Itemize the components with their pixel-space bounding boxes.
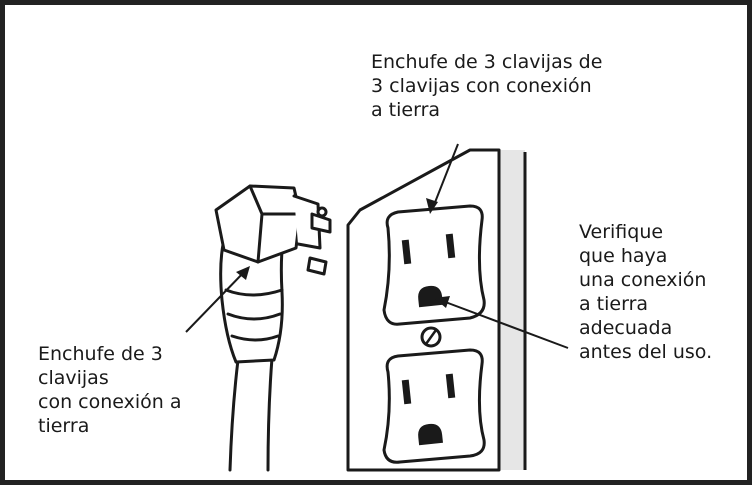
label-verify-ground: Verifique que haya una conexión a tierra… bbox=[579, 220, 712, 364]
label-outlet-line: Enchufe de 3 clavijas de bbox=[371, 51, 603, 73]
label-verify-line: una conexión bbox=[579, 269, 707, 291]
callout-lines bbox=[185, 143, 569, 349]
duplex-outlet-icon bbox=[382, 204, 486, 464]
label-outlet: Enchufe de 3 clavijas de 3 clavijas con … bbox=[371, 50, 602, 122]
label-outlet-line: 3 clavijas con conexión bbox=[371, 75, 592, 97]
label-plug: Enchufe de 3 clavijas con conexión a tie… bbox=[38, 342, 182, 438]
label-plug-line: Enchufe de 3 bbox=[38, 343, 163, 365]
callout-plug-line bbox=[185, 269, 247, 333]
label-verify-line: Verifique bbox=[579, 221, 664, 243]
callout-outlet-line bbox=[431, 143, 459, 211]
label-verify-line: que haya bbox=[579, 245, 668, 267]
label-verify-line: a tierra bbox=[579, 293, 649, 315]
label-verify-line: adecuada bbox=[579, 317, 673, 339]
label-plug-line: clavijas bbox=[38, 367, 109, 389]
label-outlet-line: a tierra bbox=[371, 99, 441, 121]
callout-ground-line bbox=[439, 299, 569, 349]
three-prong-plug-icon bbox=[214, 184, 332, 472]
label-verify-line: antes del uso. bbox=[579, 341, 713, 363]
label-plug-line: tierra bbox=[38, 415, 90, 437]
label-plug-line: con conexión a bbox=[38, 391, 182, 413]
